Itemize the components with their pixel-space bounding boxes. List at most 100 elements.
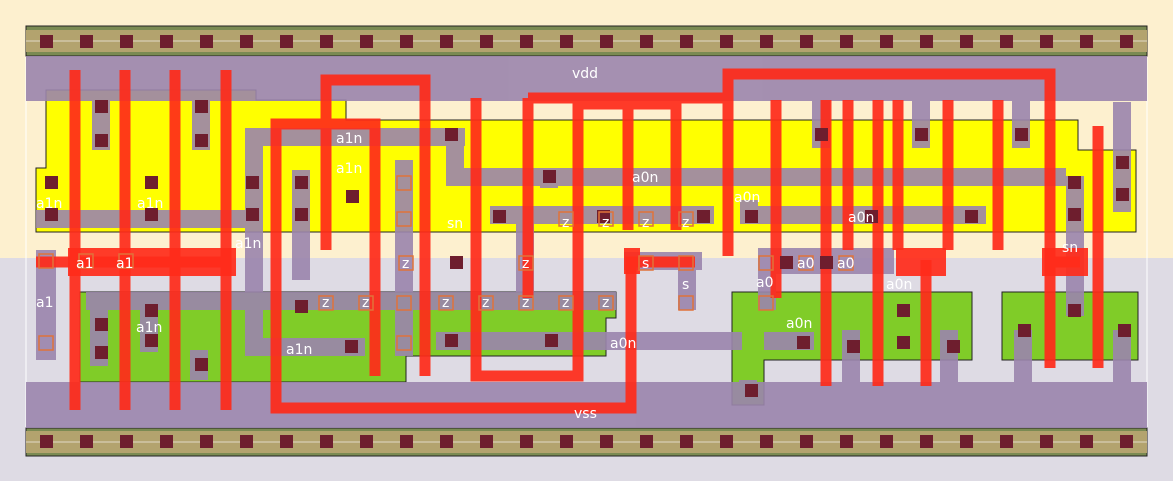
- contact: [40, 435, 53, 448]
- contact: [200, 35, 213, 48]
- contact: [240, 35, 253, 48]
- contact: [720, 35, 733, 48]
- via: [396, 175, 412, 191]
- net-label-a0n: a0n: [632, 170, 658, 186]
- contact: [680, 435, 693, 448]
- contact: [847, 340, 860, 353]
- contact: [145, 334, 158, 347]
- net-label-z: z: [402, 256, 409, 272]
- net-label-a0n: a0n: [886, 277, 912, 293]
- contact: [200, 435, 213, 448]
- contact: [346, 190, 359, 203]
- contact: [760, 35, 773, 48]
- contact: [1068, 304, 1081, 317]
- contact: [797, 336, 810, 349]
- net-label-z: z: [602, 215, 609, 231]
- via: [598, 295, 614, 311]
- net-label-z: z: [362, 295, 369, 311]
- contact: [640, 35, 653, 48]
- contact: [597, 210, 610, 223]
- contact: [800, 435, 813, 448]
- net-label-z: z: [522, 256, 529, 272]
- via: [798, 255, 814, 271]
- contact-layer: [40, 35, 1133, 448]
- contact: [450, 256, 463, 269]
- net-label-a1: a1: [36, 295, 54, 311]
- net-label-z: z: [322, 295, 329, 311]
- contact: [840, 435, 853, 448]
- contact: [1000, 35, 1013, 48]
- contact: [480, 35, 493, 48]
- net-label-z: z: [682, 215, 689, 231]
- bottom-rail: [25, 427, 1148, 457]
- net-label-a1n: a1n: [136, 320, 162, 336]
- contact: [195, 100, 208, 113]
- poly-heads: [68, 248, 1088, 276]
- contact: [95, 346, 108, 359]
- contact: [445, 334, 458, 347]
- contact: [145, 208, 158, 221]
- contact: [897, 336, 910, 349]
- via: [398, 255, 414, 271]
- contact: [520, 435, 533, 448]
- contact: [445, 128, 458, 141]
- contact: [965, 210, 978, 223]
- contact: [345, 340, 358, 353]
- contact: [1118, 324, 1131, 337]
- via: [638, 211, 654, 227]
- contact: [400, 435, 413, 448]
- contact: [920, 435, 933, 448]
- net-label-a0: a0: [797, 256, 815, 272]
- contact: [95, 100, 108, 113]
- contact: [960, 435, 973, 448]
- contact: [1018, 324, 1031, 337]
- contact: [1120, 35, 1133, 48]
- contact: [195, 134, 208, 147]
- net-label-a1: a1: [76, 256, 94, 272]
- via: [678, 255, 694, 271]
- via: [78, 253, 94, 269]
- net-label-z: z: [562, 295, 569, 311]
- contact: [1120, 435, 1133, 448]
- top-rail: [25, 25, 1148, 57]
- contact: [1068, 176, 1081, 189]
- contact: [80, 35, 93, 48]
- contact: [840, 35, 853, 48]
- contact: [820, 256, 833, 269]
- contact: [440, 35, 453, 48]
- via: [118, 253, 134, 269]
- net-label-a1n: a1n: [36, 196, 62, 212]
- net-label-a1n: a1n: [286, 342, 312, 358]
- contact: [560, 35, 573, 48]
- contact: [865, 210, 878, 223]
- contact: [880, 35, 893, 48]
- net-label-sn: sn: [1062, 240, 1078, 256]
- vdd-label: vdd: [572, 66, 598, 82]
- via: [358, 295, 374, 311]
- via: [518, 255, 534, 271]
- contact: [160, 435, 173, 448]
- contact: [920, 35, 933, 48]
- contact: [760, 435, 773, 448]
- contact: [720, 435, 733, 448]
- net-label-z: z: [642, 215, 649, 231]
- contact: [543, 170, 556, 183]
- contact: [160, 35, 173, 48]
- via: [38, 253, 54, 269]
- contact: [815, 128, 828, 141]
- net-label-a0n: a0n: [734, 190, 760, 206]
- contact: [295, 176, 308, 189]
- contact: [780, 256, 793, 269]
- net-label-z: z: [522, 295, 529, 311]
- contact: [960, 35, 973, 48]
- via: [318, 295, 334, 311]
- net-label-a0n: a0n: [786, 316, 812, 332]
- contact: [360, 35, 373, 48]
- contact: [1080, 35, 1093, 48]
- vss-label: vss: [574, 406, 597, 422]
- contact: [745, 210, 758, 223]
- contact: [95, 134, 108, 147]
- contact: [246, 176, 259, 189]
- net-label-a1n: a1n: [336, 131, 362, 147]
- contact: [45, 176, 58, 189]
